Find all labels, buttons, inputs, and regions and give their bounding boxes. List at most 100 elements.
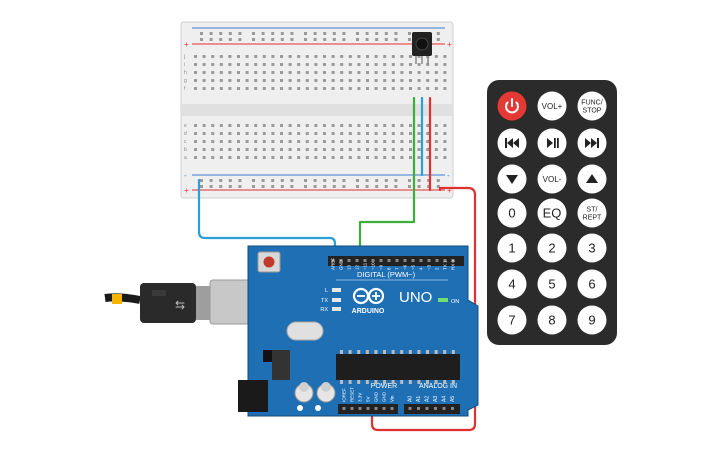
digital-pin-label: ~11 (363, 262, 368, 270)
arduino-logo: ARDUINO UNO (352, 287, 432, 315)
remote-button-prev[interactable] (497, 128, 527, 158)
remote-button-0[interactable]: 0 (497, 198, 527, 228)
digital-pin-label: 12 (355, 264, 360, 270)
remote-button-next[interactable] (577, 128, 607, 158)
status-leds: L TX RX ON (320, 288, 459, 313)
on-led-label: ON (451, 299, 459, 305)
remote-button-label: 3 (588, 241, 595, 256)
crystal-oscillator (286, 321, 324, 341)
usb-cable: ⇆ (104, 279, 255, 325)
remote-button-st-rept[interactable]: ST/REPT (577, 198, 607, 228)
remote-button-1[interactable]: 1 (497, 233, 527, 263)
fast-forward-icon (585, 138, 599, 148)
digital-pin-label: ~5 (411, 264, 416, 270)
usb-symbol-icon: ⇆ (175, 298, 185, 312)
analog-pin-label: A0 (408, 396, 414, 402)
reset-button-cap[interactable] (263, 256, 275, 268)
digital-pin-label: 8 (387, 267, 392, 270)
remote-button-label: FUNC/ (581, 100, 602, 107)
led-rx-label: RX (320, 307, 328, 313)
remote-button-label: ST/ (587, 207, 598, 214)
arduino-model-text: UNO (399, 289, 432, 306)
remote-button-label: VOL- (543, 175, 562, 184)
row-letter: j (183, 54, 185, 60)
breadboard-center-channel (181, 104, 453, 116)
power-pin-label: RESET (350, 387, 355, 402)
analog-in-label: ANALOG IN (419, 383, 457, 390)
rail-plus-label-top-right: + (447, 40, 452, 49)
arduino-brand-text: ARDUINO (352, 308, 385, 315)
row-letter: e (184, 123, 187, 129)
remote-button-label: 1 (508, 241, 515, 256)
remote-button-4[interactable]: 4 (497, 269, 527, 299)
remote-button-label: 2 (548, 241, 555, 256)
digital-pin-label: ~6 (403, 264, 408, 270)
remote-button-9[interactable]: 9 (577, 305, 607, 335)
remote-button-power[interactable] (497, 91, 527, 121)
remote-button-2[interactable]: 2 (537, 233, 567, 263)
vcc-wire-red[interactable] (370, 186, 477, 432)
digital-pin-label: TX 1 (443, 260, 448, 270)
down-arrow-icon (506, 175, 518, 184)
analog-pin-label: A4 (442, 396, 448, 402)
row-letter: d (184, 131, 187, 137)
rail-plus-label-bottom-right: + (447, 186, 452, 195)
wires (197, 96, 477, 432)
remote-button-5[interactable]: 5 (537, 269, 567, 299)
digital-pin-label: 13 (347, 264, 352, 270)
remote-button-label: EQ (543, 206, 562, 221)
remote-button-up[interactable] (577, 164, 607, 194)
remote-button-func-stop[interactable]: FUNC/STOP (577, 91, 607, 121)
remote-button-label: STOP (583, 108, 602, 115)
power-pin-label: GND (382, 391, 387, 402)
digital-pin-label: 2 (435, 267, 440, 270)
usb-b-port (209, 279, 255, 325)
remote-button-label: REPT (583, 215, 602, 222)
remote-button-eq[interactable]: EQ (537, 198, 567, 228)
row-letter: b (184, 147, 187, 153)
digital-pin-label: 4 (419, 267, 424, 270)
power-pin-label: 5V (366, 396, 371, 402)
remote-button-6[interactable]: 6 (577, 269, 607, 299)
power-icon (505, 98, 519, 114)
gnd-wire-blue[interactable] (197, 178, 337, 257)
rail-minus-label-bottom: - (184, 171, 187, 180)
digital-pin-label: ~10 (371, 262, 376, 270)
remote-button-vol-down[interactable]: VOL- (537, 164, 567, 194)
led-tx-label: TX (321, 298, 328, 304)
remote-button-label: 4 (508, 277, 515, 292)
signal-wire-green[interactable] (358, 96, 416, 257)
remote-button-label: 6 (588, 277, 595, 292)
row-letter: g (184, 78, 187, 84)
remote-button-7[interactable]: 7 (497, 305, 527, 335)
remote-button-label: VOL+ (542, 102, 563, 111)
remote-button-label: 7 (508, 313, 515, 328)
usb-plug-housing (140, 283, 196, 323)
remote-button-8[interactable]: 8 (537, 305, 567, 335)
remote-button-3[interactable]: 3 (577, 233, 607, 263)
remote-button-label: 9 (588, 313, 595, 328)
microcontroller-chip (336, 354, 460, 380)
digital-pin-label: ~3 (427, 264, 432, 270)
remote-button-label: 8 (548, 313, 555, 328)
power-pin-label: IOREF (342, 388, 347, 402)
digital-pin-label: GND (339, 259, 344, 270)
on-led (438, 298, 448, 302)
analog-pin-label: A3 (433, 396, 439, 402)
rail-plus-label-top: + (184, 40, 189, 49)
digital-header-label: DIGITAL (PWM~) (357, 270, 416, 279)
ir-receiver-lens (415, 37, 429, 51)
up-arrow-icon (586, 174, 598, 183)
usb-cable-tip (112, 294, 122, 304)
remote-button-vol-up[interactable]: VOL+ (537, 91, 567, 121)
rail-plus-label-bottom: + (184, 186, 189, 195)
digital-pin-label: ~9 (379, 264, 384, 270)
remote-button-down[interactable] (497, 164, 527, 194)
remote-button-play-pause[interactable] (537, 128, 567, 158)
